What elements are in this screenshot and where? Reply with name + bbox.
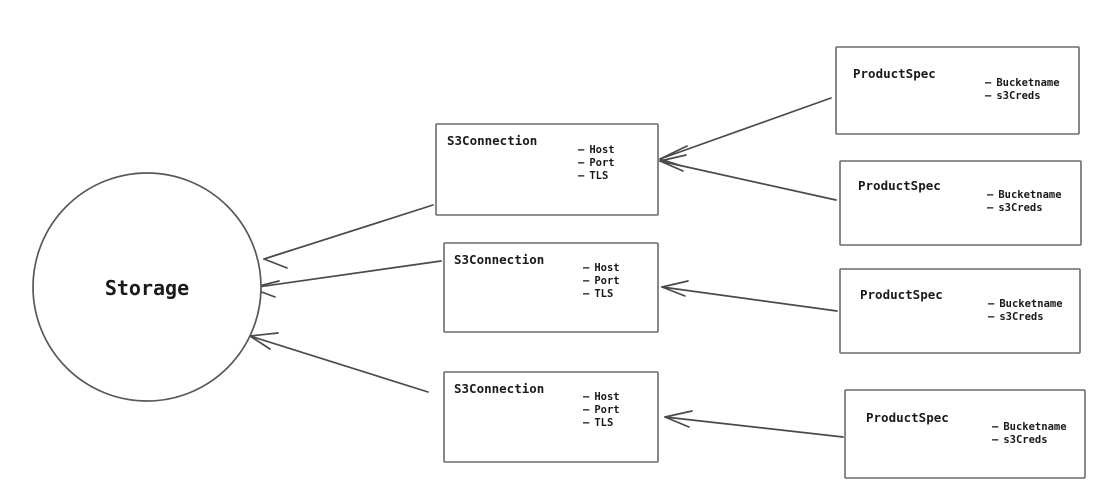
bullet-glyph: – — [985, 77, 992, 89]
s3connection-box-3[interactable] — [443, 371, 659, 463]
s3connection-attr-3-0: –Host — [583, 391, 620, 403]
edge-spec2-to-conn1 — [659, 154, 837, 201]
productspec-title-2: ProductSpec — [858, 178, 941, 193]
edge-conn1-to-storage — [263, 204, 434, 269]
storage-node[interactable]: Storage — [32, 172, 262, 402]
productspec-attr-1-0: –Bucketname — [985, 77, 1060, 89]
productspec-node-2[interactable]: ProductSpec –Bucketname –s3Creds — [839, 160, 1082, 246]
bullet-glyph: – — [985, 90, 992, 102]
s3connection-title-1: S3Connection — [447, 133, 537, 148]
s3connection-node-1[interactable]: S3Connection –Host –Port –TLS — [435, 123, 659, 216]
productspec-node-3[interactable]: ProductSpec –Bucketname –s3Creds — [839, 268, 1081, 354]
productspec-attr-4-0: –Bucketname — [992, 421, 1067, 433]
s3connection-attr-2-0: –Host — [583, 262, 620, 274]
bullet-glyph: – — [583, 417, 590, 429]
s3connection-box-1[interactable] — [435, 123, 659, 216]
s3connection-attr-1-1: –Port — [578, 157, 615, 169]
bullet-glyph: – — [583, 391, 590, 403]
s3connection-title-2: S3Connection — [454, 252, 544, 267]
bullet-glyph: – — [578, 170, 585, 182]
bullet-glyph: – — [988, 311, 995, 323]
edge-spec4-to-conn3 — [664, 410, 844, 438]
productspec-node-1[interactable]: ProductSpec –Bucketname –s3Creds — [835, 46, 1080, 135]
s3connection-attr-3-1: –Port — [583, 404, 620, 416]
productspec-box-1[interactable] — [835, 46, 1080, 135]
bullet-glyph: – — [987, 189, 994, 201]
productspec-attr-3-0: –Bucketname — [988, 298, 1063, 310]
bullet-glyph: – — [992, 434, 999, 446]
productspec-box-3[interactable] — [839, 268, 1081, 354]
s3connection-node-3[interactable]: S3Connection –Host –Port –TLS — [443, 371, 659, 463]
storage-circle[interactable] — [32, 172, 262, 402]
s3connection-attr-1-2: –TLS — [578, 170, 608, 182]
storage-label: Storage — [105, 276, 189, 300]
productspec-node-4[interactable]: ProductSpec –Bucketname –s3Creds — [844, 389, 1086, 479]
productspec-attr-2-1: –s3Creds — [987, 202, 1043, 214]
s3connection-attr-2-2: –TLS — [583, 288, 613, 300]
s3connection-attr-1-0: –Host — [578, 144, 615, 156]
productspec-attr-3-1: –s3Creds — [988, 311, 1044, 323]
edges-layer — [249, 97, 844, 438]
bullet-glyph: – — [583, 275, 590, 287]
bullet-glyph: – — [583, 262, 590, 274]
productspec-attr-2-0: –Bucketname — [987, 189, 1062, 201]
s3connection-attr-3-2: –TLS — [583, 417, 613, 429]
s3connection-node-2[interactable]: S3Connection –Host –Port –TLS — [443, 242, 659, 333]
edge-conn3-to-storage — [249, 332, 429, 393]
bullet-glyph: – — [578, 157, 585, 169]
bullet-glyph: – — [583, 404, 590, 416]
bullet-glyph: – — [992, 421, 999, 433]
edge-conn2-to-storage — [250, 260, 442, 298]
productspec-attr-4-1: –s3Creds — [992, 434, 1048, 446]
productspec-box-4[interactable] — [844, 389, 1086, 479]
bullet-glyph: – — [583, 288, 590, 300]
s3connection-title-3: S3Connection — [454, 381, 544, 396]
bullet-glyph: – — [987, 202, 994, 214]
s3connection-attr-2-1: –Port — [583, 275, 620, 287]
s3connection-box-2[interactable] — [443, 242, 659, 333]
bullet-glyph: – — [578, 144, 585, 156]
productspec-attr-1-1: –s3Creds — [985, 90, 1041, 102]
productspec-box-2[interactable] — [839, 160, 1082, 246]
bullet-glyph: – — [988, 298, 995, 310]
productspec-title-1: ProductSpec — [853, 66, 936, 81]
productspec-title-3: ProductSpec — [860, 287, 943, 302]
productspec-title-4: ProductSpec — [866, 410, 949, 425]
edge-spec3-to-conn2 — [661, 280, 838, 312]
